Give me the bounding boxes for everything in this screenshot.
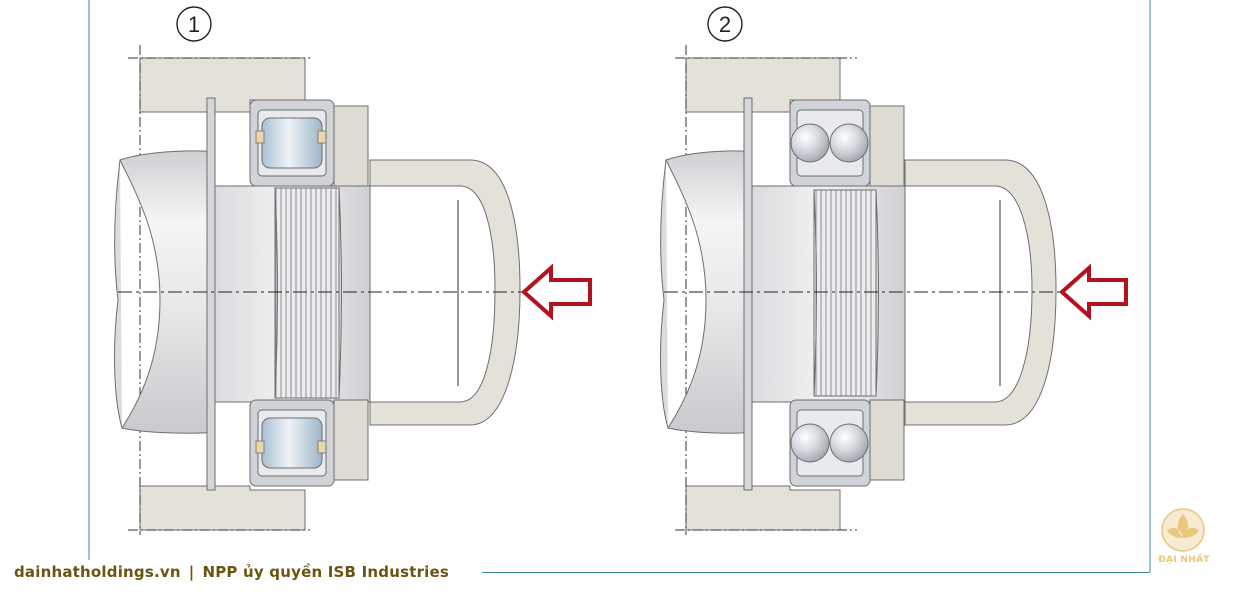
housing-bottom-1 [139, 485, 306, 531]
footer-caption: dainhatholdings.vn | NPP ủy quyền ISB Indu… [14, 563, 449, 581]
roller-bearing-bottom-1 [249, 399, 335, 487]
logo-lotus-icon [1161, 508, 1205, 552]
thread-1 [274, 187, 340, 399]
roller-bearing-top-1 [249, 99, 335, 187]
footer-separator: | [188, 563, 195, 581]
push-arrow-icon [1058, 263, 1128, 321]
label-1-text: 1 [188, 12, 200, 37]
logo-text: ĐẠI NHẤT [1158, 555, 1210, 565]
footer-divider [482, 572, 1150, 573]
nut-bell-2 [904, 159, 1057, 426]
label-2: 2 [707, 6, 743, 42]
assembly-2 [660, 45, 1128, 535]
shaft-1 [119, 150, 216, 434]
housing-outline-2 [675, 45, 857, 535]
housing-outline-1 [128, 45, 310, 535]
footer-site: dainhatholdings.vn [14, 563, 181, 581]
flange-1 [206, 97, 216, 491]
push-arrow-icon [520, 263, 592, 321]
label-1: 1 [176, 6, 212, 42]
flange-2 [743, 97, 753, 491]
ball-bearing-bottom-2 [789, 399, 871, 487]
assembly-1 [114, 45, 592, 535]
nut-bell-1 [369, 159, 521, 426]
footer-tagline: NPP ủy quyền ISB Industries [202, 563, 450, 581]
label-2-text: 2 [719, 12, 731, 37]
thread-2 [813, 189, 877, 397]
ball-bearing-top-2 [789, 99, 871, 187]
housing-bottom-2 [685, 485, 841, 531]
